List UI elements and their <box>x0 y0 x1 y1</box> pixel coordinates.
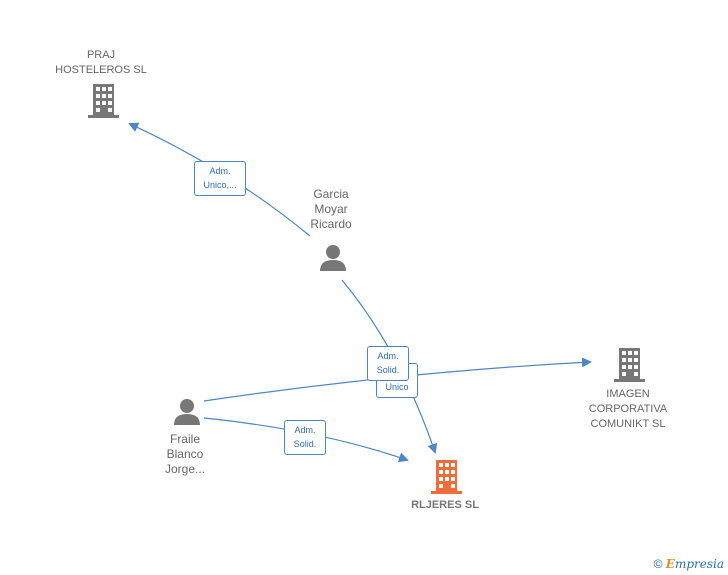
brand-logo-rest: mpresia <box>674 557 724 571</box>
copyright-symbol: © <box>653 557 663 571</box>
label-line: IMAGEN <box>606 388 650 400</box>
edge-label-line: Unico,... <box>203 180 237 190</box>
edge-label-line: Solid. <box>293 439 317 449</box>
label-line: Ricardo <box>310 217 352 231</box>
building-icon[interactable] <box>88 84 119 118</box>
edge-label-line: Adm. <box>209 166 231 176</box>
brand-logo: Empresia <box>666 557 724 571</box>
label-line: Blanco <box>166 447 204 461</box>
company-label-rljeres[interactable]: RLJERES SL <box>390 498 500 513</box>
person-label-garcia[interactable]: Garcia Moyar Ricardo <box>290 187 372 232</box>
label-line: COMUNIKT SL <box>590 418 666 430</box>
edge-label-adm-solid[interactable]: Adm. Solid. <box>284 420 326 455</box>
company-label-praj[interactable]: PRAJ HOSTELEROS SL <box>46 48 156 78</box>
edge-label-adm-unico[interactable]: Adm. Unico,... <box>194 161 246 196</box>
edge-label-line: Adm. <box>294 425 316 435</box>
building-icon-main[interactable] <box>431 460 462 494</box>
building-icon[interactable] <box>614 348 645 382</box>
person-label-fraile[interactable]: Fraile Blanco Jorge... <box>144 432 226 477</box>
person-icon[interactable] <box>174 399 200 425</box>
label-line: Moyar <box>314 202 348 216</box>
label-line: HOSTELEROS SL <box>55 64 147 76</box>
edge-label-line: Adm. <box>377 351 399 361</box>
label-line: PRAJ <box>86 49 116 61</box>
edge-label-line: Unico <box>385 382 409 392</box>
label-line: Jorge... <box>164 462 206 476</box>
copyright-footer: © Empresia <box>654 557 724 571</box>
edge-label-line: Solid. <box>376 365 400 375</box>
label-line: Garcia <box>313 187 349 201</box>
brand-logo-initial: E <box>665 557 675 571</box>
edge-label-adm-solid[interactable]: Adm. Solid. <box>367 346 409 381</box>
label-line: CORPORATIVA <box>588 403 668 415</box>
company-label-imagen[interactable]: IMAGEN CORPORATIVA COMUNIKT SL <box>572 387 684 432</box>
label-line: Fraile <box>169 432 200 446</box>
person-icon[interactable] <box>320 245 346 271</box>
label-line: RLJERES SL <box>411 499 479 511</box>
